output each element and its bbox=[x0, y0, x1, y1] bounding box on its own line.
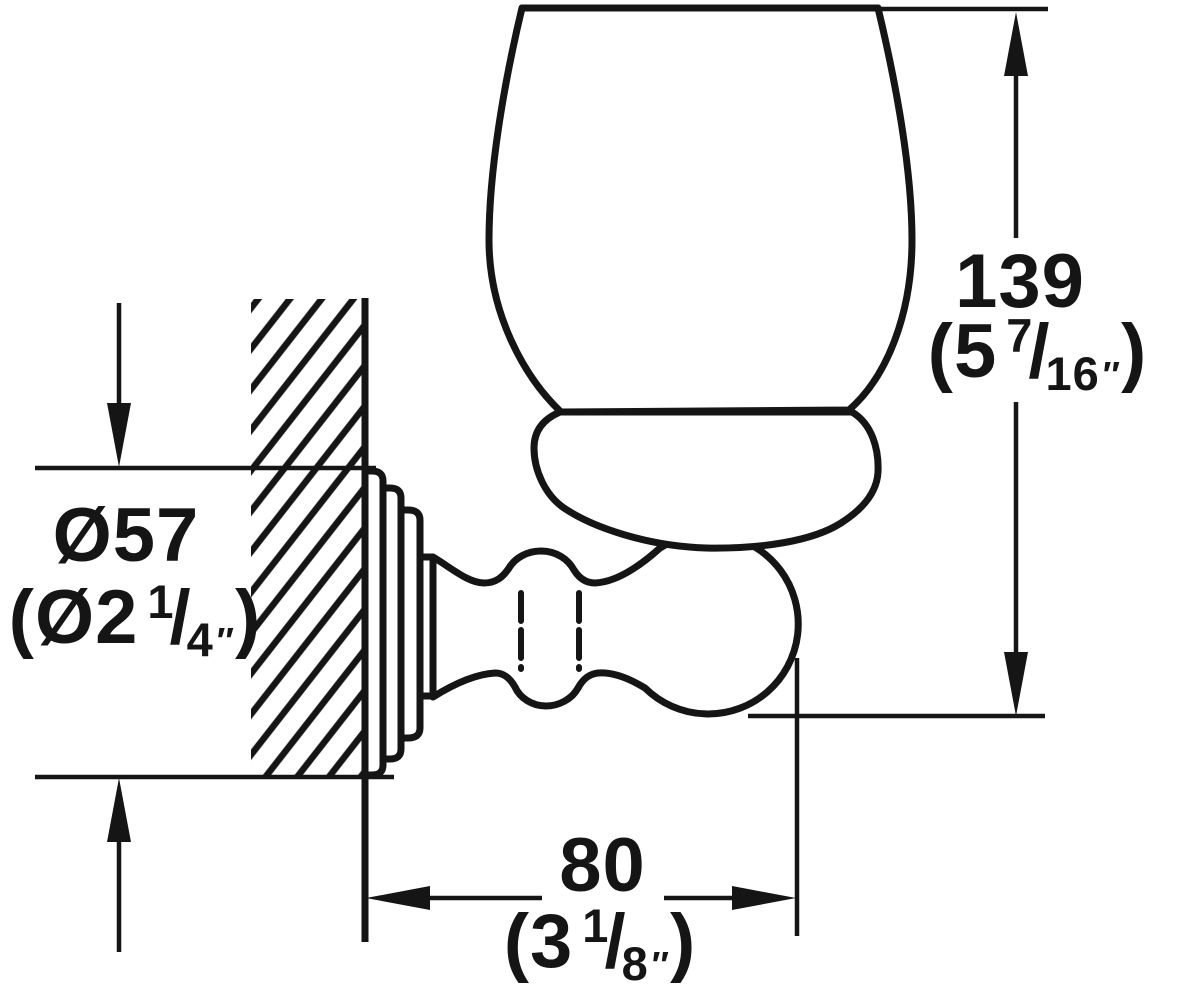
dim-depth-inch-open: (3 bbox=[503, 899, 574, 984]
dim-diameter-inch-close: ) bbox=[235, 575, 262, 660]
dim-depth-arrow-left bbox=[366, 886, 430, 910]
dim-diameter-arrow-top bbox=[107, 403, 131, 467]
dim-height-inch-open: (5 bbox=[927, 309, 998, 394]
dim-depth-arrow-right bbox=[732, 886, 796, 910]
dim-depth-inch-mark: ″ bbox=[651, 944, 670, 985]
dim-depth-frac-num: 1 bbox=[582, 899, 610, 952]
tumbler-outline bbox=[485, 4, 916, 416]
dim-diameter-inch-mark: ″ bbox=[216, 620, 236, 661]
dim-diameter-frac-den: 4 bbox=[186, 613, 214, 666]
dim-height-arrow-bottom bbox=[1004, 652, 1028, 716]
holder-ring-outline bbox=[530, 408, 882, 552]
bracket-arm-outline bbox=[429, 530, 802, 718]
dim-height-inch-close: ) bbox=[1121, 309, 1148, 394]
dim-diameter-arrow-bottom bbox=[107, 778, 131, 842]
flange-step-inner bbox=[397, 506, 424, 742]
dim-diameter-metric-label: Ø57 bbox=[52, 493, 200, 578]
dim-depth-inch-close: ) bbox=[669, 899, 697, 984]
flange-step-middle bbox=[379, 484, 405, 763]
dim-depth-frac-den: 8 bbox=[621, 937, 649, 990]
dim-height-frac-num: 7 bbox=[1006, 309, 1034, 362]
wall-hatching bbox=[251, 299, 365, 775]
dim-height-frac-slash: / bbox=[1028, 309, 1051, 394]
dim-diameter-frac-slash: / bbox=[169, 575, 192, 660]
dim-diameter-frac-num: 1 bbox=[147, 575, 175, 628]
dim-height-frac-den: 16 bbox=[1045, 347, 1100, 400]
dim-height-metric-label: 139 bbox=[955, 239, 1085, 324]
dim-height-arrow-top bbox=[1004, 12, 1028, 76]
dim-depth-frac-slash: / bbox=[604, 899, 627, 984]
dim-depth-metric-label: 80 bbox=[559, 823, 646, 908]
dim-height-inch-mark: ″ bbox=[1102, 354, 1122, 395]
dim-diameter-inch-open: (Ø2 bbox=[8, 575, 139, 660]
